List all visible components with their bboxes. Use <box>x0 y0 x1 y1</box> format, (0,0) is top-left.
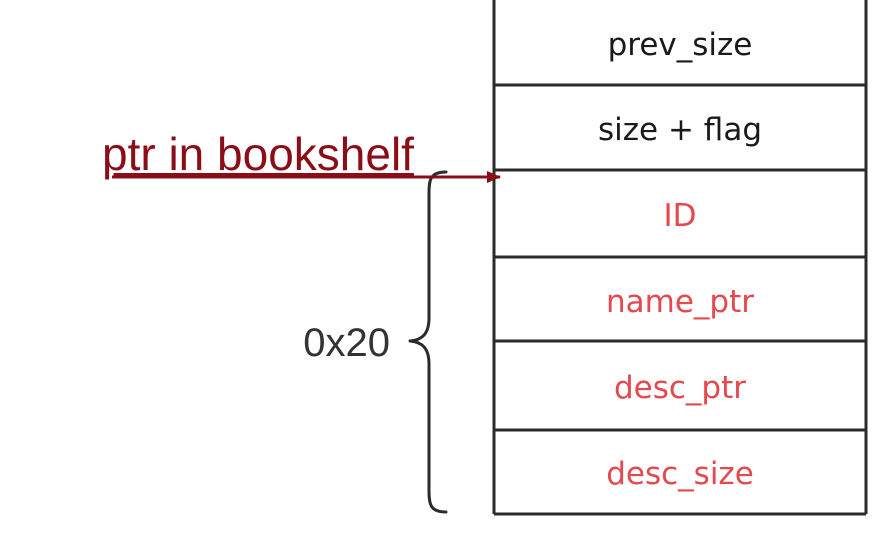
cell-size-flag: size + flag <box>598 112 762 148</box>
brace-size-label: 0x20 <box>303 321 390 365</box>
pointer-label: ptr in bookshelf <box>102 128 414 180</box>
bookshelf-pointer: ptr in bookshelf <box>102 128 501 183</box>
chunk-table: prev_size size + flag ID name_ptr desc_p… <box>492 0 868 516</box>
curly-brace-icon <box>408 170 448 514</box>
cell-desc-size: desc_size <box>606 456 754 492</box>
cell-id: ID <box>663 198 696 234</box>
size-brace: 0x20 <box>303 170 448 514</box>
cell-prev-size: prev_size <box>608 27 753 63</box>
cell-name-ptr: name_ptr <box>606 284 754 320</box>
cell-desc-ptr: desc_ptr <box>614 370 746 406</box>
